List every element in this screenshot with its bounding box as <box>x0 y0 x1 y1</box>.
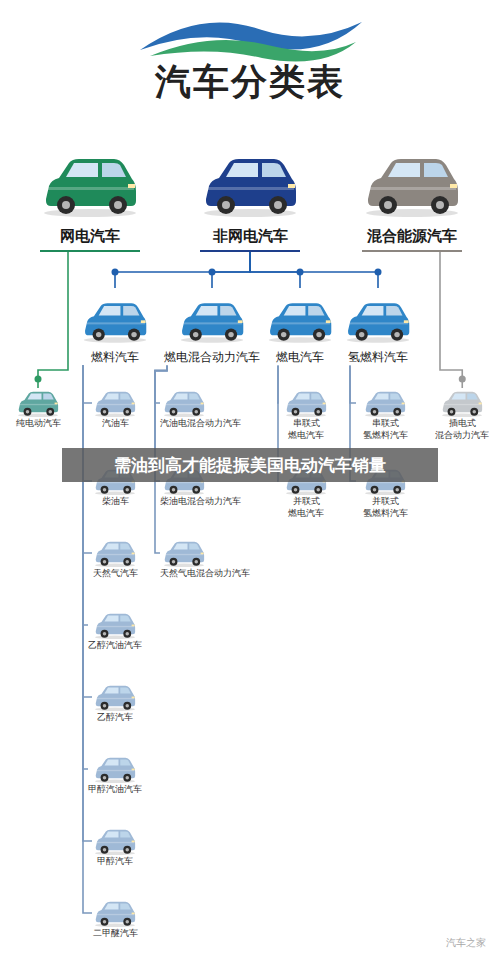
vehicle-type-label: 汽油电混合动力汽车 <box>160 418 241 430</box>
vehicle-type-label: 甲醇汽油汽车 <box>88 784 142 796</box>
vehicle-type-label: 并联式 燃电汽车 <box>277 496 336 519</box>
car-node: 网电汽车 <box>40 135 140 252</box>
car-node: 插电式 混合动力汽车 <box>433 388 492 441</box>
category-label: 非网电汽车 <box>200 227 300 247</box>
car-node: 汽油车 <box>92 388 138 430</box>
car-node: 天然气电混合动力汽车 <box>160 538 250 580</box>
tree-connector <box>38 252 68 389</box>
car-node: 天然气汽车 <box>92 538 138 580</box>
car-node: 乙醇汽车 <box>92 682 138 724</box>
car-icon <box>286 392 326 417</box>
tree-connector <box>115 252 250 289</box>
junction-dot <box>112 269 119 276</box>
vehicle-type-label: 柴油车 <box>92 496 138 508</box>
car-node: 串联式 氢燃料汽车 <box>356 388 415 441</box>
junction-dot <box>35 376 42 383</box>
car-icon <box>269 303 332 342</box>
tree-connector <box>83 366 92 403</box>
tree-connector <box>250 252 300 289</box>
vehicle-type-label: 插电式 混合动力汽车 <box>433 418 492 441</box>
vehicle-type-label: 串联式 氢燃料汽车 <box>356 418 415 441</box>
car-icon <box>18 392 58 417</box>
car-icon <box>95 758 135 783</box>
vehicle-type-label: 甲醇汽车 <box>92 856 138 868</box>
vehicle-type-label: 串联式 燃电汽车 <box>277 418 336 441</box>
category-label: 网电汽车 <box>40 227 140 247</box>
car-icon <box>366 159 458 217</box>
watermark: 汽车之家 <box>446 936 486 950</box>
car-node: 甲醇汽油汽车 <box>88 754 142 796</box>
car-node: 乙醇汽油汽车 <box>88 610 142 652</box>
car-icon <box>164 542 204 567</box>
car-node: 混合能源汽车 <box>362 135 462 252</box>
tree-connector <box>440 252 462 389</box>
vehicle-type-label: 汽油车 <box>92 418 138 430</box>
car-node: 燃料汽车 <box>79 288 151 366</box>
car-node: 氢燃料汽车 <box>342 288 414 366</box>
vehicle-type-label: 柴油电混合动力汽车 <box>160 496 241 508</box>
car-node: 非网电汽车 <box>200 135 300 252</box>
tree-connector <box>250 252 378 289</box>
subcategory-label: 燃电汽车 <box>264 350 336 366</box>
car-node: 二甲醚汽车 <box>92 898 138 940</box>
vehicle-type-label: 天然气汽车 <box>92 568 138 580</box>
tree-connector <box>212 252 250 289</box>
vehicle-type-label: 乙醇汽车 <box>92 712 138 724</box>
car-icon <box>95 614 135 639</box>
subcategory-label: 燃电混合动力汽车 <box>164 350 260 366</box>
subcategory-label: 氢燃料汽车 <box>342 350 414 366</box>
car-icon <box>95 902 135 927</box>
tree-connector <box>350 366 356 403</box>
vehicle-type-label: 纯电动汽车 <box>15 418 61 430</box>
car-node: 串联式 燃电汽车 <box>277 388 336 441</box>
vehicle-type-label: 二甲醚汽车 <box>92 928 138 940</box>
car-node: 纯电动汽车 <box>15 388 61 430</box>
subcategory-label: 燃料汽车 <box>79 350 151 366</box>
car-icon <box>44 159 136 217</box>
tree-connector <box>83 366 92 841</box>
car-node: 燃电汽车 <box>264 288 336 366</box>
car-icon <box>95 686 135 711</box>
car-node: 汽油电混合动力汽车 <box>160 388 241 430</box>
car-icon <box>95 542 135 567</box>
category-label: 混合能源汽车 <box>362 227 462 247</box>
car-icon <box>95 830 135 855</box>
vehicle-type-label: 乙醇汽油汽车 <box>88 640 142 652</box>
car-icon <box>164 392 204 417</box>
car-icon <box>204 159 296 217</box>
vehicle-type-label: 并联式 氢燃料汽车 <box>356 496 415 519</box>
car-icon <box>347 303 410 342</box>
car-icon <box>365 392 405 417</box>
car-icon <box>181 303 244 342</box>
junction-dot <box>375 269 382 276</box>
junction-dot <box>209 269 216 276</box>
news-banner: 需油到高才能提振美国电动汽车销量 <box>62 448 438 482</box>
car-icon <box>442 392 482 417</box>
diagram-title: 汽车分类表 <box>0 58 500 107</box>
car-node: 甲醇汽车 <box>92 826 138 868</box>
logo-wave <box>150 40 356 62</box>
logo-waves <box>140 22 362 62</box>
car-icon <box>84 303 147 342</box>
junction-dot <box>459 376 466 383</box>
vehicle-type-label: 天然气电混合动力汽车 <box>160 568 250 580</box>
car-node: 燃电混合动力汽车 <box>164 288 260 366</box>
car-icon <box>95 392 135 417</box>
